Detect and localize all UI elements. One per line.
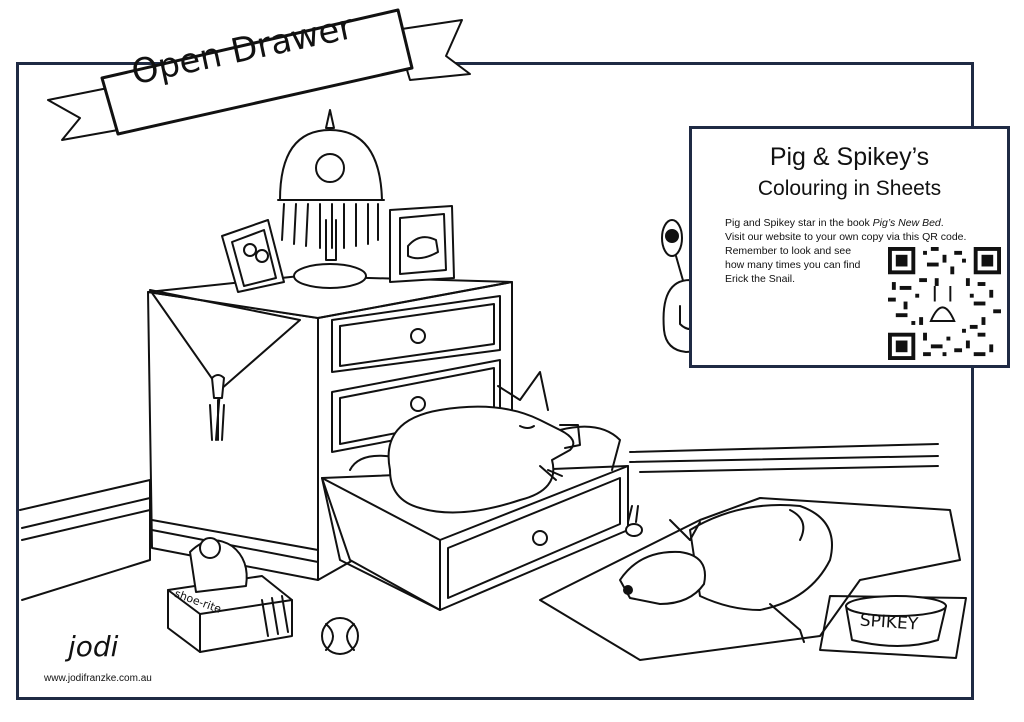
info-body-line1-a: Pig and Spikey star in the book [725, 217, 873, 229]
pig-icon [387, 371, 581, 514]
picture-frame-pig [389, 205, 455, 283]
bowl-label: SPIKEY [859, 611, 919, 635]
info-body-line5: Erick the Snail. [725, 273, 796, 285]
page-frame [16, 62, 974, 700]
picture-frame-icon [221, 219, 285, 293]
open-drawer [321, 425, 629, 611]
info-body-line1: Pig and Spikey star in the book Pig’s Ne… [725, 217, 944, 229]
snail-icon-small [625, 505, 643, 537]
tennis-ball-icon [321, 617, 359, 655]
info-title-line2: Colouring in Sheets [757, 177, 942, 200]
dog-icon [539, 497, 961, 661]
info-body-line4: how many times you can find [725, 259, 861, 271]
info-box: Pig & Spikey’s Colouring in Sheets Pig a… [689, 126, 1010, 368]
info-body-line3: Remember to look and see [725, 245, 852, 257]
signature-text: jodi [64, 630, 119, 663]
qr-code-icon[interactable] [888, 247, 1001, 360]
info-title-line1: Pig & Spikey’s [769, 143, 930, 171]
info-body-line1-b: . [940, 217, 944, 229]
book-title: Pig’s New Bed [872, 217, 941, 229]
footer-website[interactable]: www.jodifranzke.com.au [44, 673, 152, 684]
lamp-icon [277, 109, 385, 289]
info-body-line2: Visit our website to your own copy via t… [725, 231, 967, 243]
banner-ribbon [47, 8, 471, 141]
dog-bowl [819, 595, 967, 659]
shoebox [167, 537, 293, 653]
signature: jodi [64, 630, 119, 663]
dresser [147, 275, 513, 581]
room-lines [19, 443, 939, 601]
